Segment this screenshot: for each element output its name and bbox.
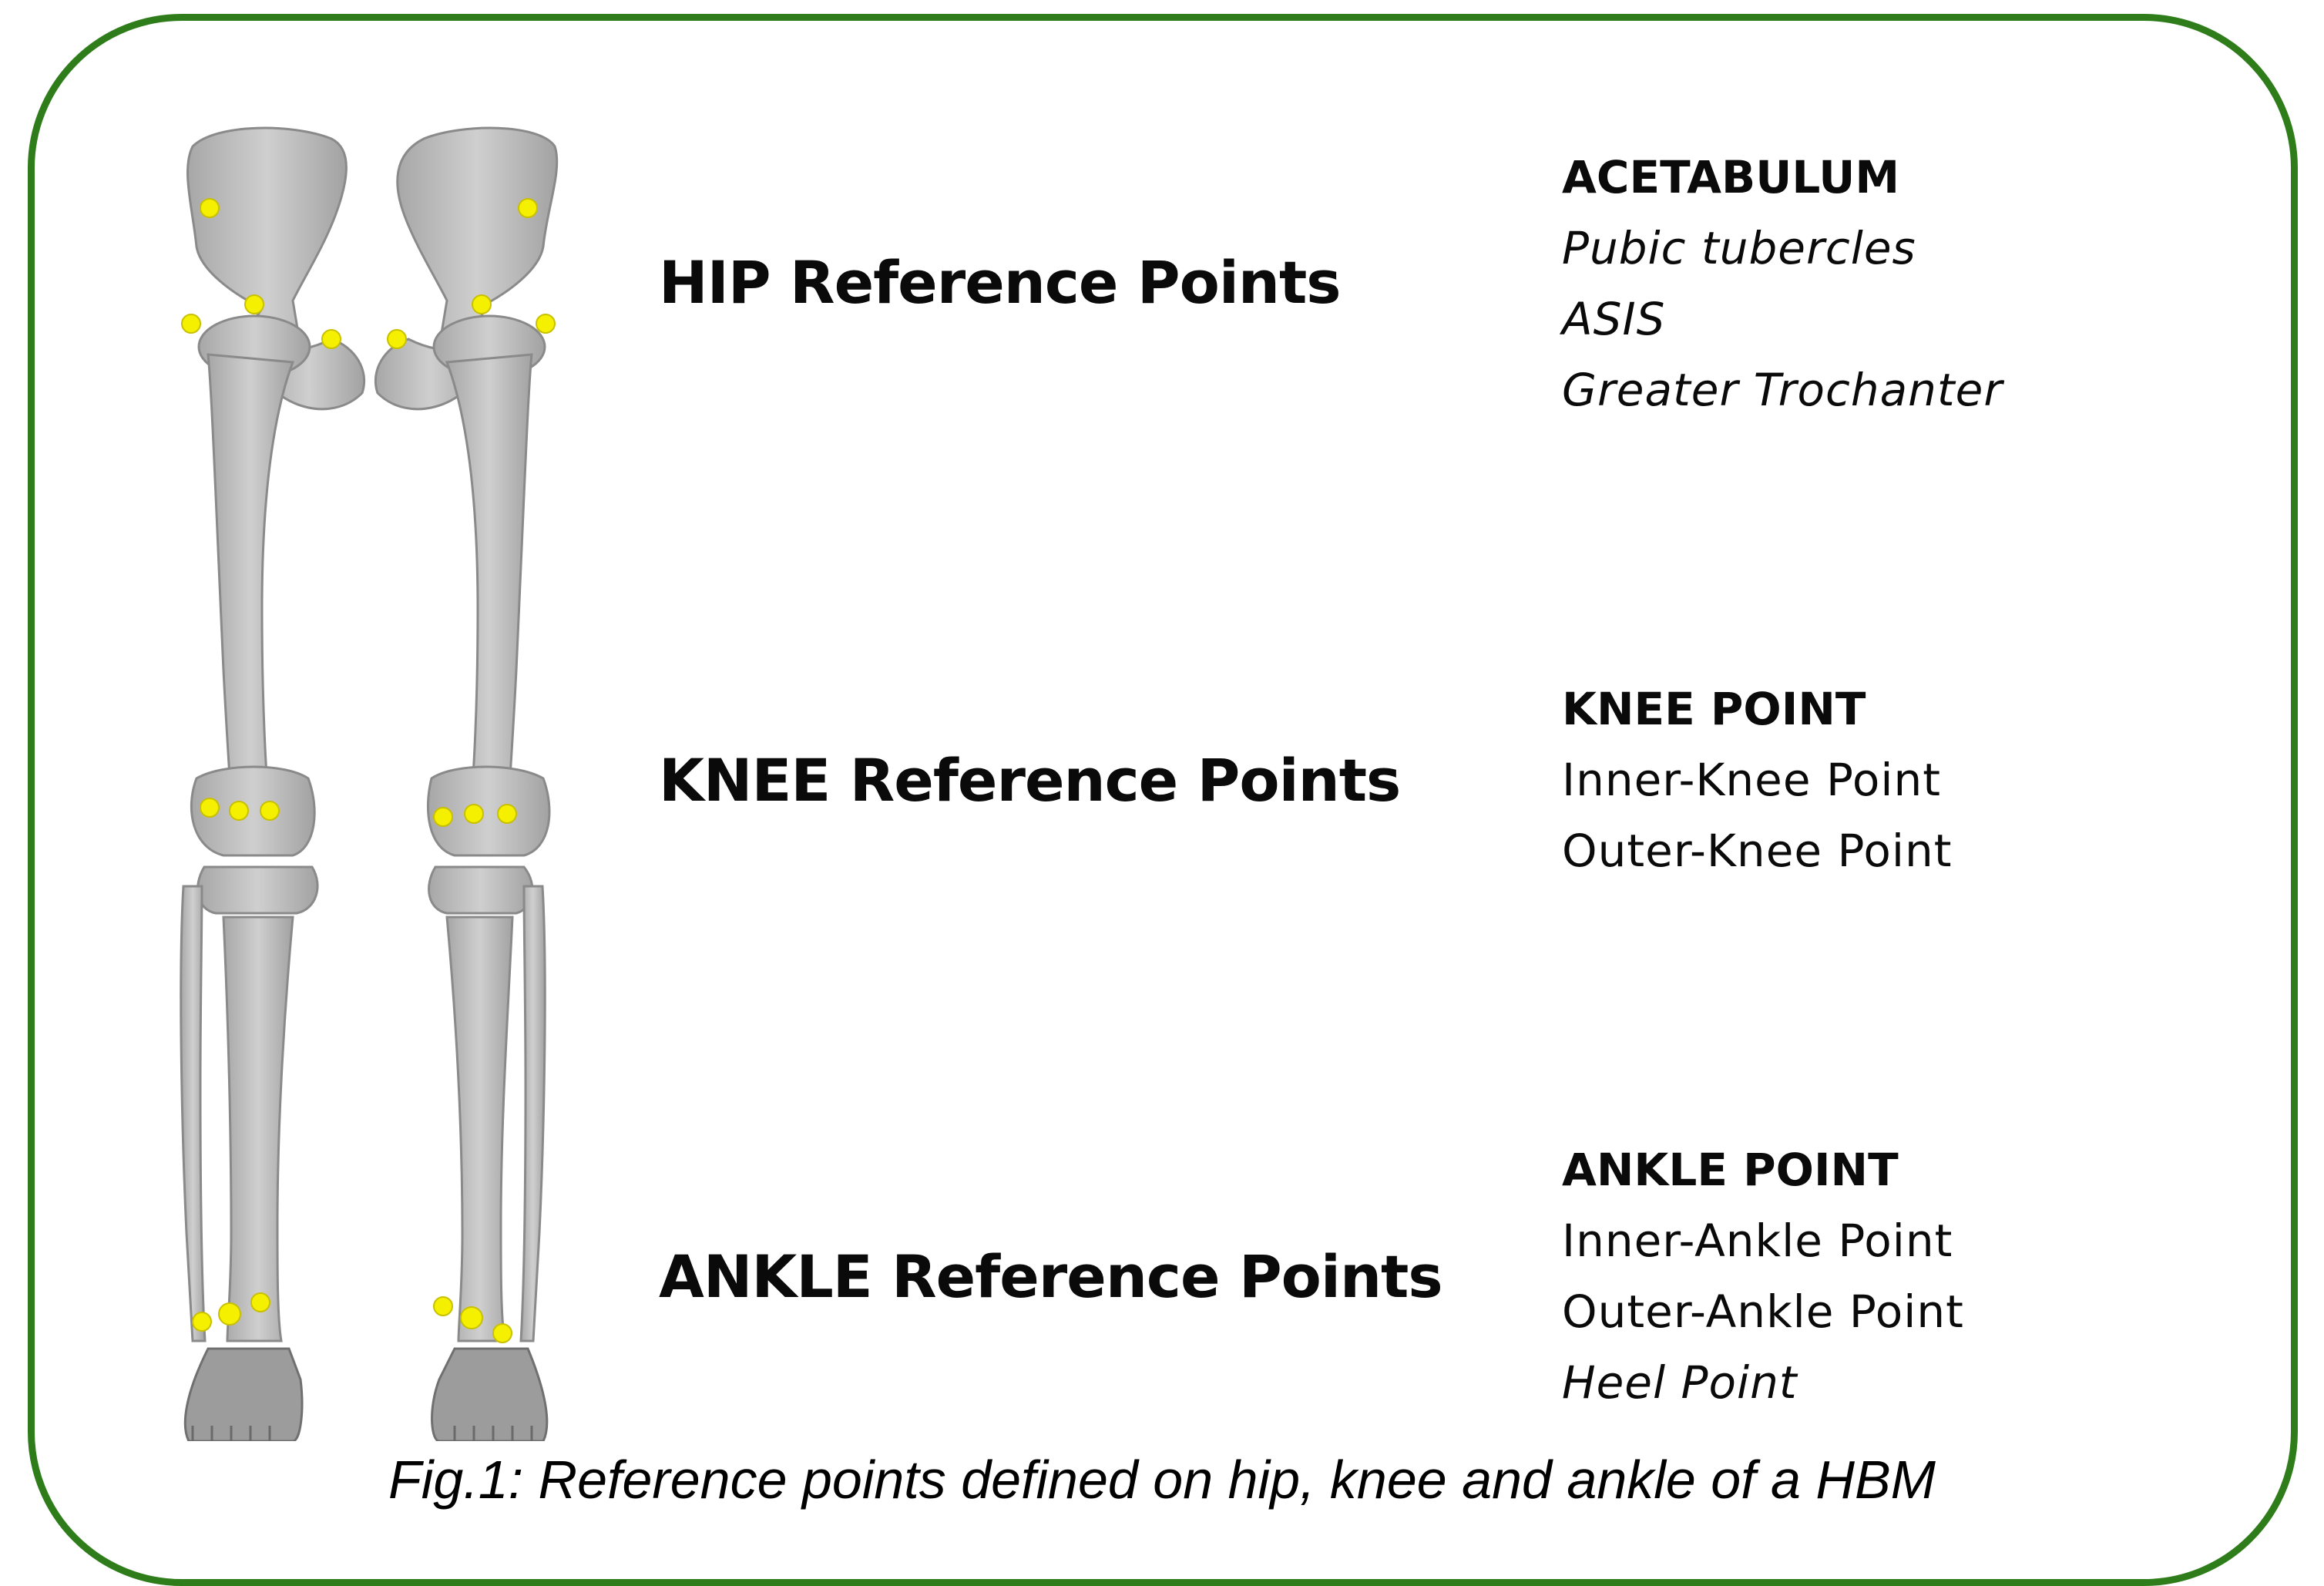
ankle-marker [251, 1293, 270, 1312]
ankle-marker [434, 1297, 452, 1316]
hip-marker [245, 295, 264, 314]
knee-marker [498, 805, 516, 823]
list-item: ASIS [1562, 284, 2003, 354]
knee-marker [260, 801, 279, 820]
hip-marker [322, 330, 341, 348]
hip-marker [519, 199, 537, 217]
ankle-point-list: ANKLE POINT Inner-Ankle Point Outer-Ankl… [1562, 1134, 1964, 1418]
ankle-points-title: ANKLE POINT [1562, 1134, 1964, 1205]
right-foot [432, 1349, 547, 1441]
knee-marker [465, 805, 483, 823]
knee-marker [434, 808, 452, 826]
knee-point-list: KNEE POINT Inner-Knee Point Outer-Knee P… [1562, 674, 1953, 886]
ankle-heading: ANKLE Reference Points [659, 1242, 1442, 1311]
hip-points-title: ACETABULUM [1562, 142, 2003, 213]
hip-point-list: ACETABULUM Pubic tubercles ASIS Greater … [1562, 142, 2003, 425]
left-foot [185, 1349, 302, 1441]
right-tibia-fibula [429, 867, 546, 1341]
ankle-marker [219, 1303, 240, 1325]
hip-marker [536, 314, 555, 333]
list-item: Heel Point [1562, 1347, 1964, 1418]
list-item: Inner-Knee Point [1562, 744, 1953, 815]
hip-marker [472, 295, 491, 314]
ankle-marker [493, 1324, 512, 1342]
knee-marker [230, 801, 248, 820]
list-item: Inner-Ankle Point [1562, 1205, 1964, 1276]
ankle-marker [193, 1312, 211, 1331]
knee-heading: KNEE Reference Points [659, 746, 1400, 815]
left-tibia-fibula [181, 867, 317, 1341]
list-item: Pubic tubercles [1562, 213, 2003, 284]
lower-limb-skeleton-illustration [139, 116, 601, 1441]
ankle-marker [461, 1307, 482, 1329]
hip-marker [182, 314, 200, 333]
hip-heading: HIP Reference Points [659, 248, 1341, 317]
list-item: Outer-Ankle Point [1562, 1276, 1964, 1347]
hip-marker [388, 330, 406, 348]
knee-marker [200, 798, 219, 817]
list-item: Greater Trochanter [1562, 354, 2003, 425]
knee-points-title: KNEE POINT [1562, 674, 1953, 744]
list-item: Outer-Knee Point [1562, 815, 1953, 886]
hip-marker [200, 199, 219, 217]
figure-caption: Fig.1: Reference points defined on hip, … [0, 1449, 2324, 1510]
